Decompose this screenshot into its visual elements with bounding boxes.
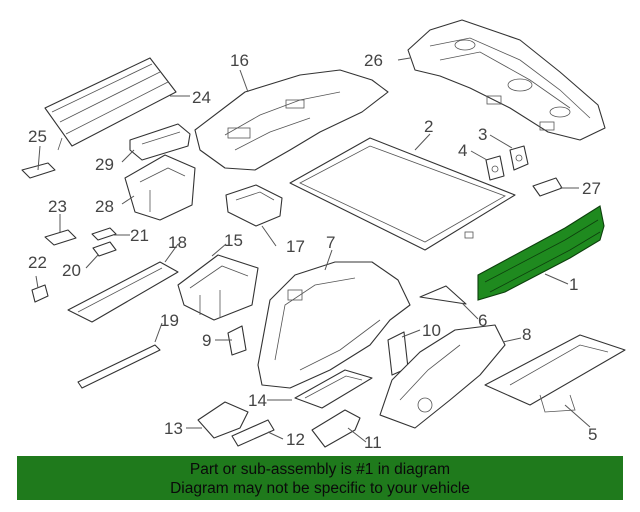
- callout-4: 4: [458, 141, 467, 160]
- part-16-floor-insulation: [194, 69, 389, 171]
- part-26-rear-floor-panel: [407, 19, 606, 141]
- callout-25: 25: [28, 127, 47, 146]
- callout-12: 12: [286, 430, 305, 449]
- part-23-pad: [44, 229, 77, 246]
- part-1-rear-panel-trim: [477, 205, 605, 301]
- part-18-sill-trim: [67, 261, 179, 323]
- part-20-pad: [92, 241, 117, 257]
- part-14-floor-cover: [294, 369, 373, 409]
- part-27-pad: [532, 177, 563, 197]
- callout-6: 6: [478, 311, 487, 330]
- part-24-luggage-cover: [44, 57, 177, 151]
- part-22-pad: [31, 284, 49, 303]
- part-9-bracket: [227, 325, 247, 356]
- callout-26: 26: [364, 51, 383, 70]
- callout-16: 16: [230, 51, 249, 70]
- callout-21: 21: [130, 226, 149, 245]
- part-5-wheel-well: [484, 334, 626, 413]
- callout-15: 15: [224, 231, 243, 250]
- callout-20: 20: [62, 261, 81, 280]
- callout-7: 7: [326, 233, 335, 252]
- banner-line-1: Part or sub-assembly is #1 in diagram: [189, 461, 451, 478]
- callout-13: 13: [164, 419, 183, 438]
- callout-labels: 1 2 3 4 5 6 7 8 9 10 11 12 13 14 15 16 1…: [28, 51, 601, 452]
- callout-3: 3: [478, 125, 487, 144]
- exploded-parts-diagram: 1 2 3 4 5 6 7 8 9 10 11 12 13 14 15 16 1…: [21, 19, 626, 452]
- part-21-pad: [91, 227, 117, 241]
- part-12-strip: [231, 419, 275, 447]
- callout-24: 24: [192, 88, 211, 107]
- info-banner: Part or sub-assembly is #1 in diagram Di…: [17, 456, 623, 500]
- part-2-trunk-mat: [289, 137, 516, 251]
- part-28-storage-bin: [124, 154, 196, 221]
- leader-lines: [35, 57, 591, 443]
- part-15-battery-tray: [177, 254, 259, 321]
- callout-8: 8: [522, 325, 531, 344]
- part-17-module: [225, 184, 283, 227]
- callout-22: 22: [28, 253, 47, 272]
- part-25-bracket: [21, 162, 56, 179]
- callout-19: 19: [160, 311, 179, 330]
- part-6-trim: [419, 285, 467, 305]
- callout-14: 14: [248, 391, 267, 410]
- callout-11: 11: [364, 433, 382, 452]
- callout-1: 1: [569, 275, 578, 294]
- callout-2: 2: [424, 117, 433, 136]
- callout-28: 28: [95, 197, 114, 216]
- callout-10: 10: [422, 321, 441, 340]
- part-29-tray: [129, 123, 191, 161]
- callout-18: 18: [168, 233, 187, 252]
- part-8-side-trim: [379, 324, 506, 429]
- callout-29: 29: [95, 155, 114, 174]
- part-19-strip: [77, 344, 161, 389]
- banner-line-2: Diagram may not be specific to your vehi…: [170, 480, 470, 497]
- part-3-clip: [509, 145, 529, 171]
- part-11-box: [311, 409, 361, 448]
- callout-27: 27: [582, 179, 601, 198]
- part-13-bracket: [197, 401, 249, 439]
- part-4-clip: [485, 155, 505, 181]
- callout-5: 5: [588, 425, 597, 444]
- part-7-side-trim: [257, 261, 411, 389]
- callout-9: 9: [202, 331, 211, 350]
- callout-17: 17: [286, 237, 305, 256]
- callout-23: 23: [48, 197, 67, 216]
